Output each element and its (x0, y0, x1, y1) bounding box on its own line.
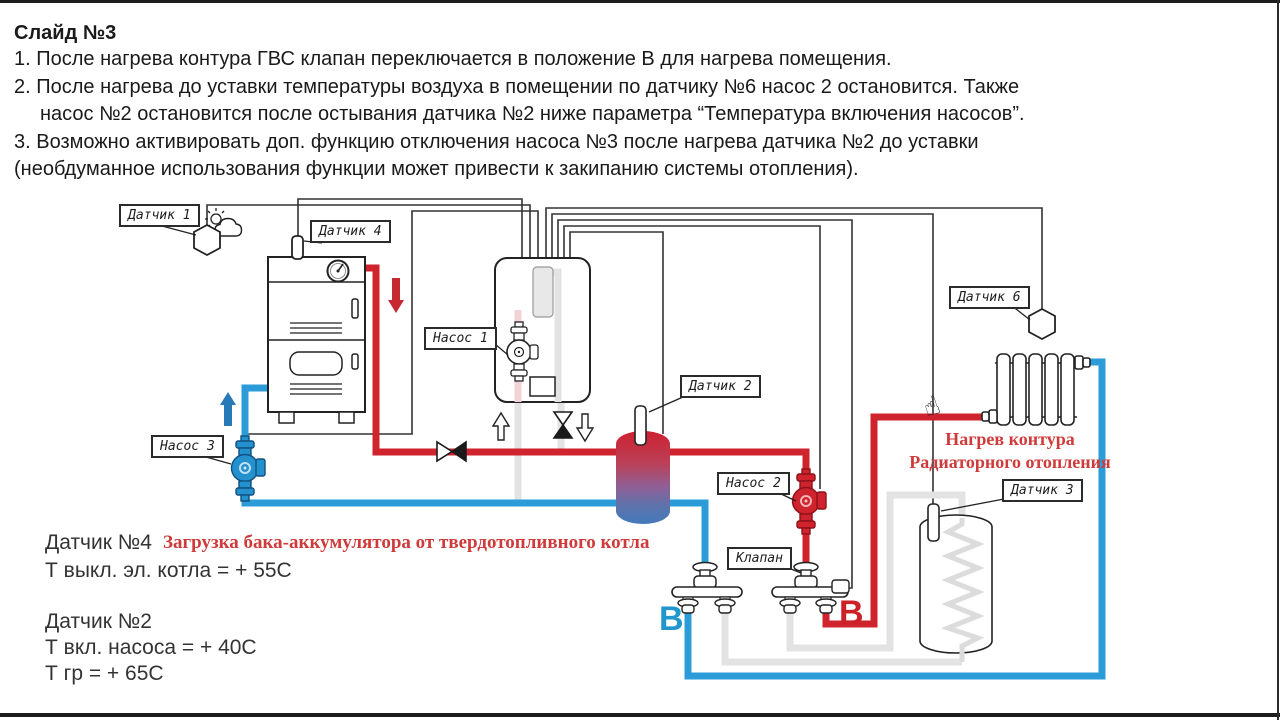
radiator (981, 353, 1091, 426)
wire-sensor4 (297, 198, 523, 258)
cold-pipes (241, 358, 1106, 680)
gray-pipe-coil-supply (786, 491, 966, 652)
outdoor-sensor (193, 208, 243, 257)
shutoff-valve (552, 411, 574, 439)
label-sensor1: Датчик 1 (119, 204, 200, 227)
frame-edge-bottom (0, 713, 1280, 717)
label-pump3: Насос 3 (151, 435, 224, 458)
position-b-blue: В (659, 600, 684, 638)
sensor4-notes: Датчик №4 Т выкл. эл. котла = + 55С (45, 529, 292, 585)
label-valve: Клапан (727, 547, 792, 570)
boiler-foot-left (278, 411, 295, 424)
sensor2-note-title: Датчик №2 (45, 610, 152, 633)
sensor2-note-value2: Т гр = + 65С (45, 662, 164, 685)
wire-sensor3 (551, 213, 934, 508)
red-down-arrow (388, 278, 404, 313)
ash-door (289, 351, 343, 376)
sensor2-note-value1: Т вкл. насоса = + 40С (45, 636, 257, 659)
electric-boiler (494, 257, 591, 403)
wire-sensor2 (569, 231, 664, 434)
dhw-tank (919, 503, 993, 662)
slide-title: Слайд №3 (14, 22, 117, 44)
check-valve (436, 440, 467, 463)
frame-edge-top (0, 0, 1280, 3)
controller-wiring (206, 198, 1043, 589)
boiler-display (532, 266, 554, 318)
position-b-red: В (839, 594, 864, 632)
internal-pipe-gray (553, 268, 562, 402)
pump-3 (230, 435, 266, 502)
vent-grille-lower (290, 383, 342, 395)
blue-main-return (241, 384, 709, 572)
manifold-red (771, 561, 850, 614)
radiator-valve-top (1074, 355, 1084, 370)
pump-1 (506, 321, 539, 382)
label-pump1: Насос 1 (424, 327, 497, 350)
blue-radiator-return (684, 358, 1106, 680)
pump-2 (791, 468, 827, 535)
flow-arrows (220, 278, 595, 443)
sensor2-notes: Датчик №2 Т вкл. насоса = + 40С Т гр = +… (45, 609, 257, 687)
wire-sensor6 (545, 207, 1043, 309)
white-down-arrow (575, 413, 595, 443)
buffer-loading-caption: Загрузка бака-аккумулятора от твердотопл… (163, 532, 650, 553)
boiler-gauge (326, 259, 350, 283)
vent-grille-upper (290, 322, 342, 334)
door-handle-lower (351, 353, 359, 370)
frame-edge-right (1277, 0, 1279, 720)
radiator-valve-bottom (988, 409, 998, 424)
wire-pump3 (248, 210, 539, 435)
dhw-coil (940, 518, 985, 662)
white-up-arrow (491, 411, 511, 441)
boiler-terminal-box (529, 376, 556, 397)
blue-up-arrow (220, 392, 236, 426)
slide-line-1: 1. После нагрева контура ГВС клапан пере… (14, 48, 892, 70)
slide-line-5: (необдуманное использования функции може… (14, 158, 859, 180)
slide-line-3: насос №2 остановится после остывания дат… (40, 103, 1025, 125)
slide-line-2: 2. После нагрева до уставки температуры … (14, 75, 1020, 98)
wire-pump2 (563, 225, 821, 489)
label-sensor6: Датчик 6 (949, 286, 1030, 309)
inactive-dhw-pipes (514, 402, 966, 666)
radiator-circuit-caption: Нагрев контура Радиаторного отопления (909, 429, 1111, 472)
sensor6-hexagon (1028, 307, 1056, 341)
sensor1-hexagon (193, 223, 221, 257)
boiler-foot-right (338, 411, 355, 424)
slide-text-block: Слайд №3 1. После нагрева контура ГВС кл… (14, 20, 1264, 184)
wire-valve (557, 219, 853, 589)
sensor2-pocket (634, 405, 647, 446)
sensor4-note-value: Т выкл. эл. котла = + 55С (45, 559, 292, 582)
label-pump2: Насос 2 (717, 472, 790, 495)
solid-fuel-boiler (267, 235, 366, 424)
slide-line-4: 3. Возможно активировать доп. функцию от… (14, 130, 979, 153)
label-sensor3: Датчик 3 (1002, 479, 1083, 502)
sensor3-pocket (927, 503, 940, 542)
wire-sensor1 (206, 204, 531, 258)
red-radiator-supply (822, 413, 986, 628)
sensor4-pocket (291, 235, 304, 260)
valve-actuator (831, 579, 850, 594)
label-sensor4: Датчик 4 (310, 220, 391, 243)
label-sensor2: Датчик 2 (680, 375, 761, 398)
door-handle-upper (351, 298, 359, 319)
manifold-blue (671, 561, 743, 614)
sensor4-note-title: Датчик №4 (45, 531, 152, 554)
buffer-tank (616, 405, 670, 524)
gray-pipe-coil-return (721, 610, 962, 666)
